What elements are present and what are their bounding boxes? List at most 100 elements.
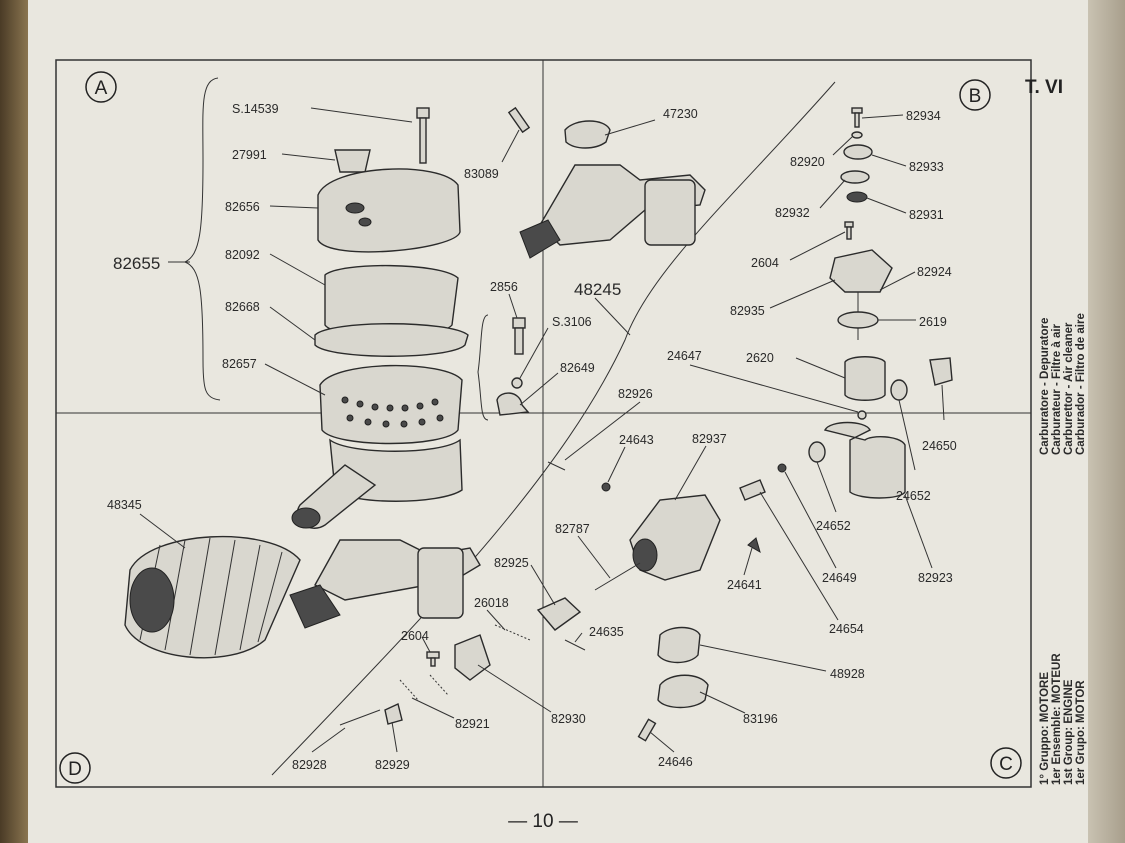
body-bore: [632, 538, 658, 572]
screw-2604-top: [844, 221, 854, 240]
label-2619: 2619: [919, 315, 947, 329]
label-24652-bottom: 24652: [816, 519, 851, 533]
label-26018: 26018: [474, 596, 509, 610]
label-24643: 24643: [619, 433, 654, 447]
bracket-brace: [477, 314, 489, 421]
label-82926: 82926: [618, 387, 653, 401]
label-24652-top: 24652: [896, 489, 931, 503]
spring-82921-a: [399, 679, 419, 701]
label-82935: 82935: [730, 304, 765, 318]
spring-26018: [494, 624, 531, 641]
label-82649: 82649: [560, 361, 595, 375]
side-group-block: 1° Gruppo: MOTORE 1er Ensemble: MOTEUR 1…: [1039, 653, 1087, 785]
leader-lines: [139, 107, 945, 753]
side-group-it: 1° Gruppo: MOTORE: [1039, 672, 1051, 785]
corner-a-marker: A: [85, 71, 117, 103]
label-82787: 82787: [555, 522, 590, 536]
label-27991: 27991: [232, 148, 267, 162]
boot-ribs: [139, 537, 283, 656]
ball-24647: [857, 410, 867, 420]
label-82924: 82924: [917, 265, 952, 279]
label-82656: 82656: [225, 200, 260, 214]
plate-number: T. VI: [1025, 77, 1063, 98]
slide-82925: [536, 597, 582, 631]
horn-opening: [291, 507, 321, 529]
pin-24635: [564, 639, 586, 651]
float-2620: [844, 356, 886, 401]
label-82937: 82937: [692, 432, 727, 446]
cap-82933: [843, 144, 873, 160]
cap-27991: [334, 149, 371, 173]
clip-82649: [496, 392, 530, 416]
label-82929: 82929: [375, 758, 410, 772]
clamp-47230: [564, 120, 611, 149]
label-24635: 24635: [589, 625, 624, 639]
label-24647: 24647: [667, 349, 702, 363]
gasket-82668: [314, 323, 469, 357]
label-82655: 82655: [113, 254, 160, 273]
cover-hole-top: [345, 202, 365, 214]
gasket-24652-bottom: [808, 441, 826, 463]
paper-sheet: [28, 0, 1088, 843]
corner-c-marker: C: [990, 747, 1022, 779]
ring-2619: [837, 311, 879, 329]
label-2604-top: 2604: [751, 256, 779, 270]
label-2856: 2856: [490, 280, 518, 294]
svg-text:A: A: [95, 78, 108, 99]
book-cover-edge: [0, 0, 28, 843]
label-24650: 24650: [922, 439, 957, 453]
clamp-83196: [657, 674, 709, 709]
bolt-83089: [507, 106, 531, 134]
svg-text:B: B: [969, 86, 982, 107]
label-47230: 47230: [663, 107, 698, 121]
washer-s3106: [511, 377, 523, 389]
label-82934: 82934: [906, 109, 941, 123]
label-82928: 82928: [292, 758, 327, 772]
label-2604-bottom: 2604: [401, 629, 429, 643]
section-curve: [271, 81, 836, 776]
part-labels: S.14539 27991 82656 82655 82092 82668 82…: [107, 102, 957, 772]
side-title-fr: Carburateur - Filtre à air: [1051, 323, 1063, 455]
jet-24649: [777, 463, 787, 473]
svg-text:C: C: [999, 754, 1013, 775]
bolt-s14539: [416, 107, 430, 164]
label-48928: 48928: [830, 667, 865, 681]
side-group-es: 1er Grupo: MOTOR: [1075, 680, 1087, 785]
boot-opening: [129, 567, 175, 633]
screw-82928: [339, 709, 381, 726]
screw-2856: [512, 317, 526, 355]
bolt-24646: [637, 718, 657, 742]
throttle-lever-top: [519, 219, 561, 259]
label-83196: 83196: [743, 712, 778, 726]
side-title-block: Carburatore - Depuratore Carburateur - F…: [1039, 313, 1087, 455]
label-24654: 24654: [829, 622, 864, 636]
jet-24654: [739, 479, 766, 501]
book-binding: [1088, 0, 1125, 843]
label-82930: 82930: [551, 712, 586, 726]
label-24649: 24649: [822, 571, 857, 585]
corner-b-marker: B: [959, 79, 991, 111]
label-82931: 82931: [909, 208, 944, 222]
cap-82930: [454, 634, 491, 681]
label-48345: 48345: [107, 498, 142, 512]
assembly-brace-82655: [183, 77, 221, 401]
label-82921: 82921: [455, 717, 490, 731]
mesh-holes: [341, 396, 444, 428]
jet-24643: [601, 482, 611, 492]
filter-cover-82656: [317, 168, 461, 253]
tube-82787: [594, 562, 641, 591]
fitting-24650: [929, 357, 953, 386]
side-title-es: Carburador - Filtro de aire: [1075, 313, 1087, 455]
cover-hole-bottom: [358, 217, 372, 227]
page-number: — 10 —: [508, 811, 578, 832]
sleeve-48928: [657, 626, 701, 664]
label-82920: 82920: [790, 155, 825, 169]
label-24646: 24646: [658, 755, 693, 769]
screw-82926: [547, 461, 566, 471]
label-82933: 82933: [909, 160, 944, 174]
float-chamber-lower: [417, 547, 464, 619]
float-chamber-top: [644, 179, 696, 246]
valve-body-82935: [829, 249, 893, 293]
